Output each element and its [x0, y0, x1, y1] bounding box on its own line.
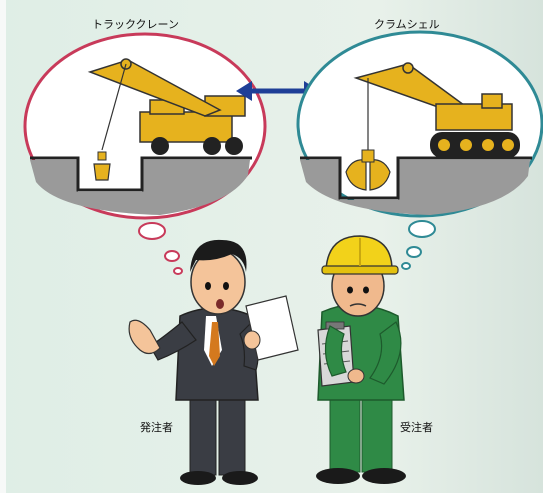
- orderer-figure: [128, 239, 299, 485]
- truck-crane-icon: [87, 58, 246, 181]
- right-thought-bubble: [296, 30, 543, 270]
- left-thought-bubble: [23, 32, 267, 275]
- right-bubble-title: クラムシェル: [374, 18, 440, 31]
- clamshell-icon: [345, 62, 520, 191]
- left-bubble-title: トラッククレーン: [92, 18, 180, 31]
- hard-hat-icon: [321, 235, 399, 275]
- contractor-figure: [316, 235, 406, 484]
- contractor-label: 受注者: [400, 421, 433, 434]
- orderer-label: 発注者: [140, 421, 173, 434]
